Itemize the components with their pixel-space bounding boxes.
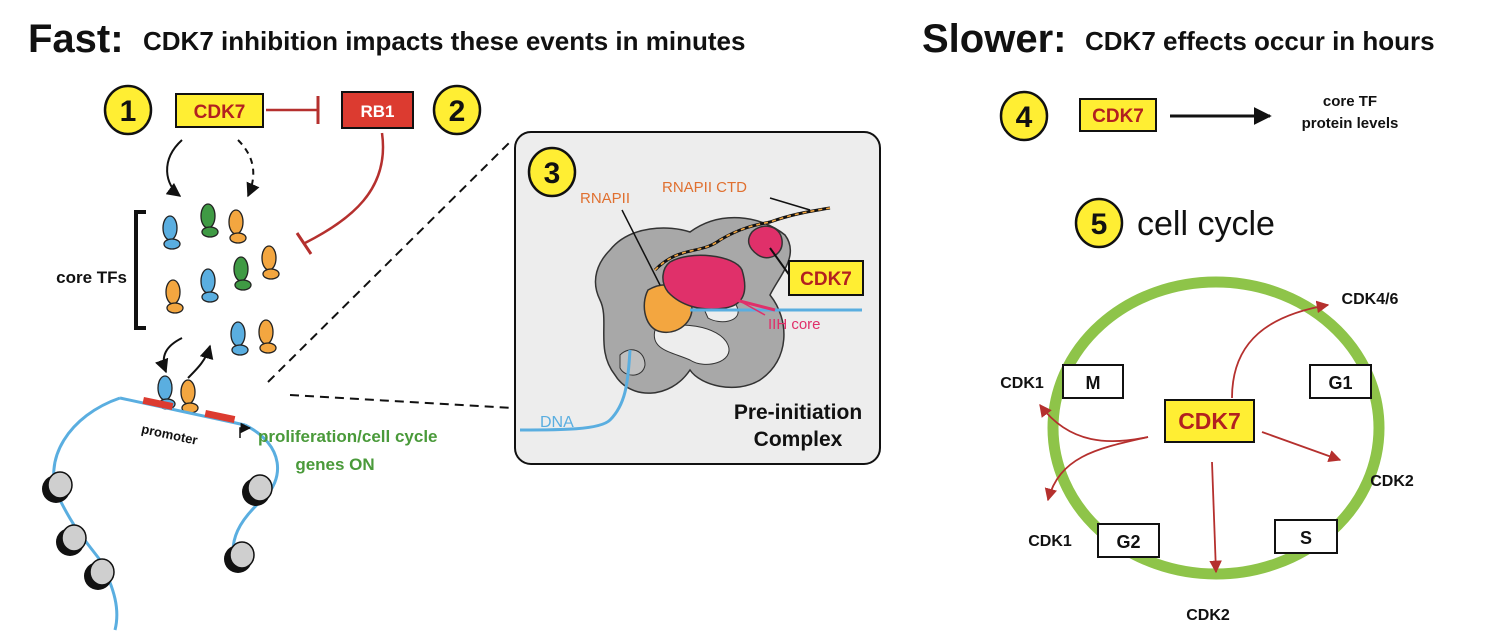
- core-tfs-label: core TFs: [56, 268, 127, 287]
- cdk7-label-slow: CDK7: [1092, 106, 1144, 127]
- step-1-badge: 1: [103, 84, 153, 136]
- arrow-to-cdk2-right: [1261, 431, 1342, 463]
- nucleosome: [56, 524, 87, 556]
- pic-panel: 3 RNAPII RNAPII CTD CDK7 IIH cor: [514, 131, 881, 465]
- promoter-to-tfs-arrow: [187, 344, 214, 379]
- cdk7-box-fast: CDK7: [175, 93, 264, 128]
- phase-g1-box: G1: [1309, 364, 1372, 399]
- tf-blob: [180, 379, 199, 414]
- target-line-1: core TF: [1323, 93, 1377, 110]
- rnapii-ctd-label: RNAPII CTD: [662, 179, 747, 196]
- step-4-number: 4: [1016, 101, 1033, 134]
- tf-blob: [233, 256, 252, 291]
- nucleosome: [242, 474, 273, 506]
- phase-g1-label: G1: [1328, 373, 1352, 393]
- step-5-number: 5: [1091, 208, 1108, 241]
- cdk7-inhibits-rb1: [266, 96, 320, 124]
- nucleosome: [42, 471, 73, 503]
- tf-blob: [261, 245, 280, 280]
- kinase-cdk1-top: CDK1: [1000, 375, 1044, 392]
- step-1-number: 1: [120, 95, 137, 128]
- cdk7-to-tfs-arrow: [165, 139, 183, 197]
- phase-s-label: S: [1300, 528, 1312, 548]
- cell-cycle-ring: [1047, 276, 1385, 580]
- rb1-box: RB1: [341, 91, 414, 129]
- pic-title-line-2: Complex: [754, 428, 843, 451]
- cdk7-box-slow: CDK7: [1079, 98, 1157, 132]
- kinase-cdk2-bottom: CDK2: [1186, 607, 1230, 624]
- nucleosome: [84, 558, 115, 590]
- phase-g2-box: G2: [1097, 523, 1160, 558]
- tf-blob: [165, 279, 184, 314]
- cdk7-label-pic: CDK7: [800, 269, 852, 290]
- arrow-to-cdk46: [1231, 300, 1330, 399]
- core-tfs-bracket: [134, 210, 146, 330]
- pic-dna-left: [519, 349, 632, 432]
- slow-subheading: CDK7 effects occur in hours: [1085, 26, 1435, 56]
- phase-g2-label: G2: [1116, 532, 1140, 552]
- step-2-number: 2: [449, 95, 466, 128]
- cdk7-to-tfs-dashed-arrow: [237, 139, 260, 198]
- arrow-to-cdk2-bottom: [1209, 461, 1222, 574]
- promoter-label: promoter: [140, 421, 199, 448]
- nucleosomes: [42, 471, 273, 590]
- kinase-cdk2-right: CDK2: [1370, 473, 1414, 490]
- tf-blob: [258, 319, 277, 354]
- slow-heading: Slower:: [922, 17, 1066, 61]
- chromatin: promoter: [52, 396, 280, 631]
- tf-blob: [200, 268, 219, 303]
- cdk7-box-pic: CDK7: [769, 247, 864, 296]
- iih-core-subunit: [662, 254, 746, 310]
- phase-s-box: S: [1274, 519, 1338, 554]
- zoom-line-top: [267, 139, 513, 383]
- step-5-badge: 5: [1074, 197, 1124, 249]
- pic-title-line-1: Pre-initiation: [734, 401, 862, 424]
- rnapii-label: RNAPII: [580, 190, 630, 207]
- fast-heading: Fast:: [28, 17, 124, 61]
- cell-cycle-title: cell cycle: [1137, 205, 1275, 243]
- kinase-cdk46: CDK4/6: [1342, 291, 1399, 308]
- phase-m-label: M: [1086, 373, 1101, 393]
- tf-blob: [162, 215, 181, 250]
- output-line-1: proliferation/cell cycle: [258, 427, 438, 446]
- cdk7-box-center: CDK7: [1164, 399, 1255, 443]
- transcription-factors: [157, 203, 280, 414]
- rb1-inhibits-tfs: [295, 132, 385, 255]
- nucleosome: [224, 541, 255, 573]
- tf-blob: [228, 209, 247, 244]
- cdk7-label-center: CDK7: [1178, 408, 1241, 434]
- tfs-to-promoter-arrow: [155, 337, 183, 374]
- step-4-badge: 4: [999, 90, 1049, 142]
- iih-core-label: IIH core: [768, 316, 821, 333]
- fast-subheading: CDK7 inhibition impacts these events in …: [143, 26, 745, 56]
- target-line-2: protein levels: [1302, 115, 1399, 132]
- tf-blob: [230, 321, 249, 356]
- output-line-2: genes ON: [295, 455, 374, 474]
- dna-label: DNA: [540, 414, 574, 431]
- step-2-badge: 2: [432, 84, 482, 136]
- phase-m-box: M: [1062, 364, 1124, 399]
- rb1-label: RB1: [360, 102, 394, 121]
- tf-blob: [200, 203, 219, 238]
- kinase-cdk1-bottom: CDK1: [1028, 533, 1072, 550]
- arrow-to-cdk1-bottom: [1044, 436, 1149, 502]
- zoom-line-bottom: [289, 394, 513, 409]
- step-3-number: 3: [544, 157, 561, 190]
- cdk7-label-fast: CDK7: [194, 102, 246, 123]
